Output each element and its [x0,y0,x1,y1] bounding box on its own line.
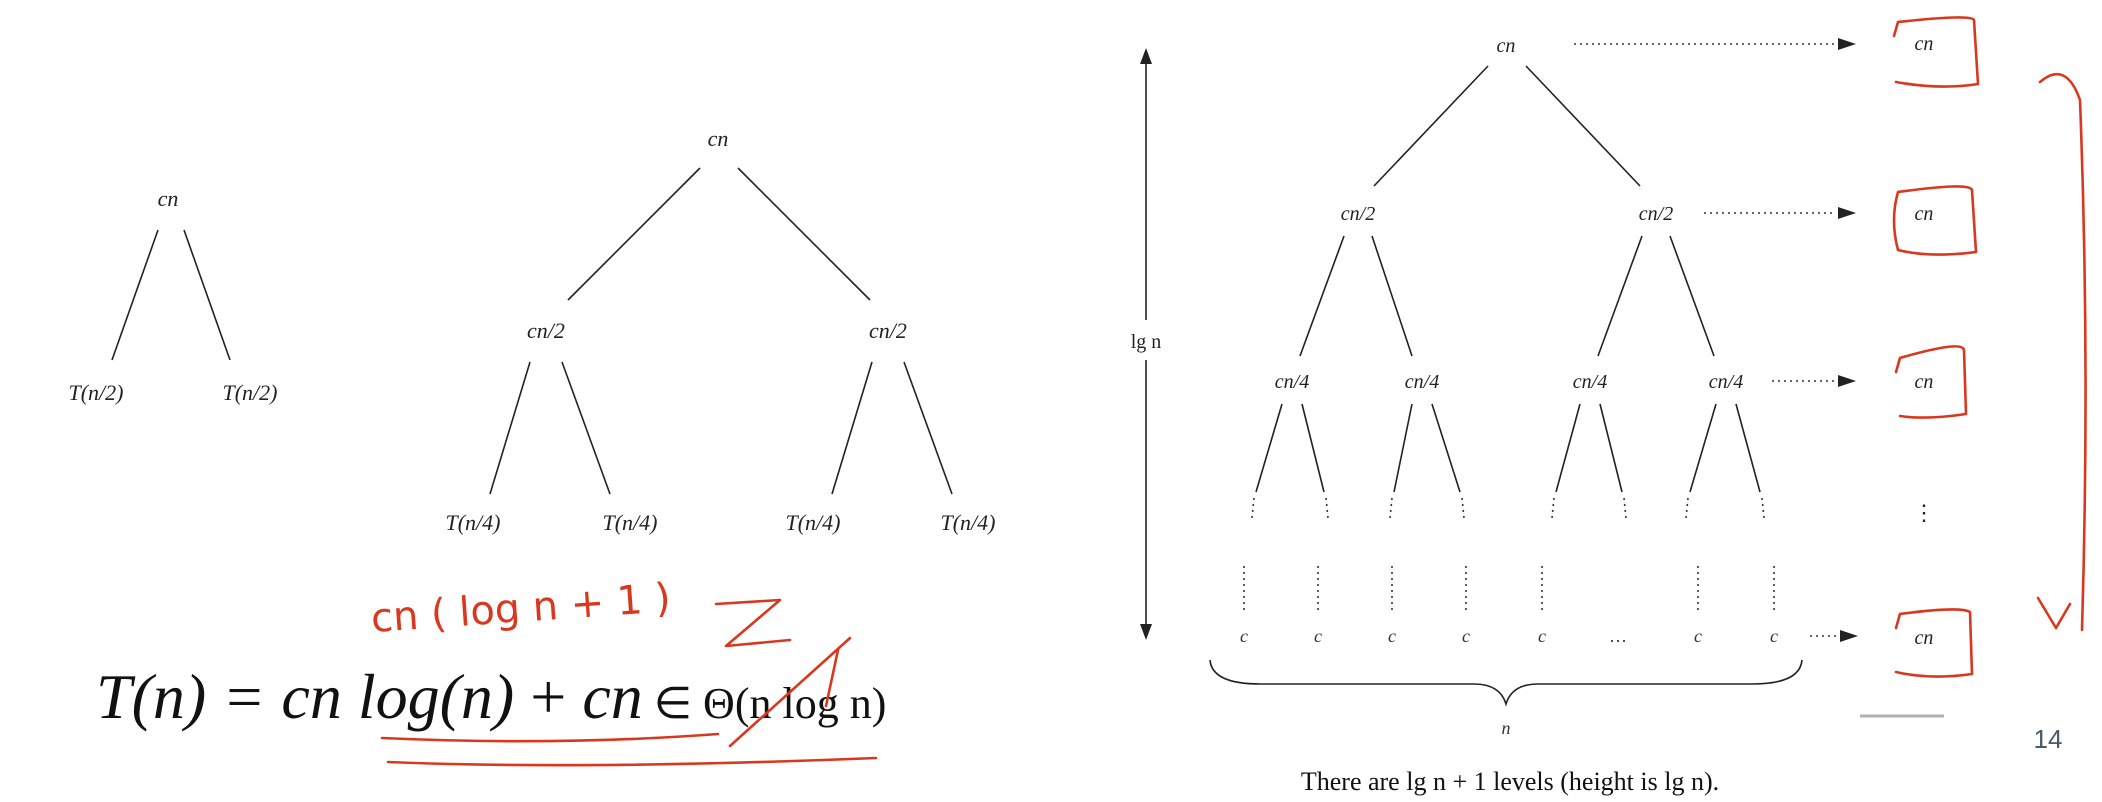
medium-leaf: T(n/4) [603,510,658,535]
bracket-mark [2038,72,2087,632]
full-l1: cn/2 [1341,203,1375,225]
full-edge [1525,65,1641,187]
full-leaf: c [1388,626,1396,646]
full-l2: cn/4 [1573,371,1607,393]
full-leaf: c [1538,626,1546,646]
full-leaf: c [1462,626,1470,646]
brace-icon [1209,659,1803,707]
full-edge [1669,235,1715,357]
formula-plus: + [514,661,582,732]
medium-edge [737,167,871,301]
medium-leaf: T(n/4) [941,510,996,535]
dotted-edge [1551,497,1555,519]
formula-lhs: T(n) = [96,661,281,732]
underline-mark [380,732,720,743]
level-sum: cn [1915,33,1934,55]
medium-leaf: T(n/4) [446,510,501,535]
full-leaf: c [1770,626,1778,646]
full-l2: cn/4 [1405,371,1439,393]
arrow-down-icon [1140,624,1152,640]
handwritten-annotations: cn ( log n + 1 ) [369,16,2087,767]
handwritten-note: cn ( log n + 1 ) [369,575,672,642]
arrow-up-icon [1140,48,1152,64]
full-l2: cn/4 [1709,371,1743,393]
dotted-edge [1461,497,1465,519]
level-sum-vdots: ⋮ [1913,500,1935,525]
strike-mark [728,636,852,748]
level-sums: cn cn cn ⋮ cn [1860,33,1944,718]
caption: There are lg n + 1 levels (height is lg … [1301,767,1719,796]
height-arrow: lg n [1118,48,1180,640]
full-edge [1599,403,1623,493]
label-background [1118,320,1180,360]
formula: T(n) = cn log(n) + cn ∈ Θ(n log n) [96,661,886,732]
full-edge [1735,403,1761,493]
dotted-edge [1325,497,1329,519]
box-mark [1892,185,1978,256]
full-edge [1393,403,1413,493]
arrow-right-icon [1838,375,1856,387]
box-mark [1894,608,1974,678]
formula-term1: cn log(n) [281,661,514,732]
scribble-mark [714,598,792,648]
strike-mark [824,648,840,708]
full-edge [1689,403,1717,493]
formula-term2: cn [582,661,642,732]
full-edge [1299,235,1345,357]
arrow-right-icon [1838,207,1856,219]
level-sum: cn [1915,203,1934,225]
medium-edge [831,361,873,495]
arrow-right-icon [1838,38,1856,50]
formula-member: ∈ Θ(n log n) [643,679,887,728]
medium-leaf: T(n/4) [786,510,841,535]
full-tree: cn cn/2 cn/2 cn/4 cn/4 cn/4 cn/4 [1209,35,1803,796]
medium-root: cn [708,126,729,151]
dotted-edge [1389,497,1393,519]
full-leaf: c [1314,626,1322,646]
small-leaf-right: T(n/2) [223,380,278,405]
small-edge-right [183,229,231,361]
full-edge [1301,403,1325,493]
medium-l1-left: cn/2 [527,318,565,343]
full-leaf: c [1240,626,1248,646]
level-sum: cn [1915,371,1934,393]
full-edge [1555,403,1581,493]
full-edge [1431,403,1461,493]
medium-tree: cn cn/2 cn/2 T(n/4) T(n/4) T(n/4) T(n/4) [446,126,996,535]
small-tree: cn T(n/2) T(n/2) [69,186,278,405]
box-mark [1894,345,1968,419]
medium-edge [561,361,611,495]
height-label: lg n [1131,331,1162,353]
small-edge-left [111,229,159,361]
medium-edge [903,361,953,495]
dotted-edge [1685,497,1689,519]
full-l1: cn/2 [1639,203,1673,225]
full-edge [1371,235,1413,357]
dotted-edge [1251,497,1255,519]
full-root: cn [1497,35,1516,57]
underline-mark [386,756,878,767]
full-edge [1255,403,1283,493]
box-mark [1892,16,1980,88]
medium-edge [489,361,531,495]
small-leaf-left: T(n/2) [69,380,124,405]
small-root: cn [158,186,179,211]
medium-edge [567,167,701,301]
full-edge [1597,235,1643,357]
dotted-edge [1761,497,1765,519]
level-sum: cn [1915,627,1934,649]
dotted-edge [1623,497,1627,519]
arrow-right-icon [1840,630,1858,642]
full-edge [1373,65,1489,187]
medium-l1-right: cn/2 [869,318,907,343]
full-l2: cn/4 [1275,371,1309,393]
page-number: 14 [2034,724,2063,754]
level-sum-arrows [1574,38,1858,642]
check-icon [2036,596,2072,630]
width-label: n [1502,718,1511,738]
full-leaf: c [1694,626,1702,646]
full-leaf-ellipsis: … [1609,626,1627,646]
